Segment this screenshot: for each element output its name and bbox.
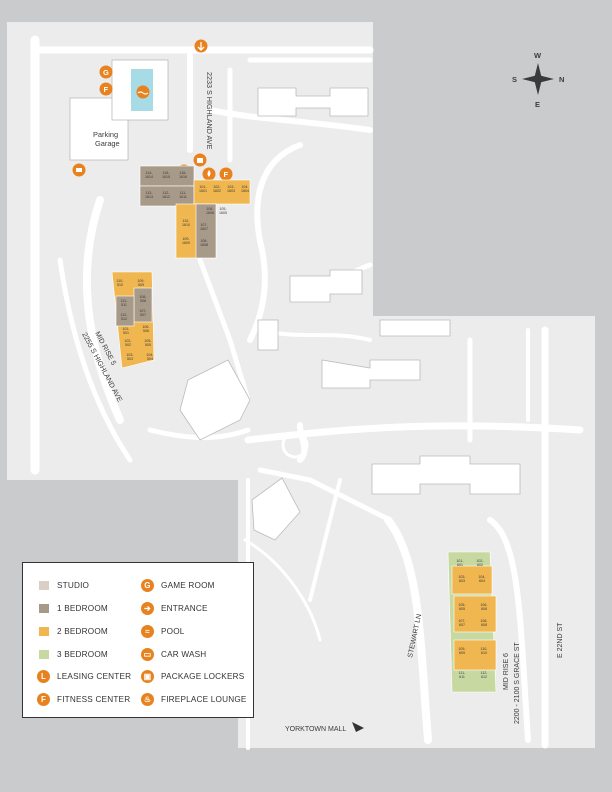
game-room-marker-letter: G	[103, 68, 109, 77]
unit-label: 101-1601	[199, 185, 207, 193]
parking-garage-label-1: Parking	[93, 130, 118, 139]
unit-label: 111-1611	[179, 191, 187, 199]
studio-swatch	[39, 581, 49, 590]
street-grace: 2200 - 2100 S GRACE ST	[514, 642, 521, 724]
entrance-icon: ➔	[141, 602, 154, 615]
unit-label: 106-606	[480, 603, 488, 611]
one-bedroom-swatch	[39, 604, 49, 613]
three-bedroom-swatch	[39, 650, 49, 659]
high-rise-building: 114-1614 115-1615 116-1616 113-1613 112-1612…	[139, 165, 251, 259]
unit-label: 105-605	[458, 603, 466, 611]
unit-label: 108-608	[480, 619, 488, 627]
unit-label: 107-1607	[200, 223, 208, 231]
unit-label: 102-602	[476, 559, 484, 567]
unit-label: 116-1616	[179, 171, 187, 179]
legend-three-bedroom: 3 BEDROOM	[39, 650, 108, 659]
mid-rise-5-building: 110-510 109-509 111-511 108-508 112-512 107-5…	[111, 271, 154, 369]
unit-label: 115-1615	[162, 171, 170, 179]
roads	[30, 35, 584, 750]
parking-garage-label-2: Garage	[95, 139, 120, 148]
unit-label: 105-505	[144, 339, 152, 347]
unit-label: 108-508	[139, 295, 147, 303]
compass-e: E	[535, 100, 540, 109]
unit-label: 105-1605	[219, 207, 227, 215]
package-lockers-icon: ▣	[141, 670, 154, 683]
label-mid-rise-6: MID RISE 6	[503, 653, 510, 690]
unit-label: 112-612	[481, 671, 489, 679]
legend-pool: ≈POOL	[141, 625, 185, 638]
street-e22nd: E 22ND ST	[557, 622, 564, 658]
legend-fireplace-lounge: ♨FIREPLACE LOUNGE	[141, 693, 247, 706]
legend-package-lockers: ▣PACKAGE LOCKERS	[141, 670, 244, 683]
unit-label: 114-1614	[145, 171, 153, 179]
unit-label: 108-1608	[200, 239, 208, 247]
buildings	[69, 59, 521, 541]
compass-n: N	[559, 75, 564, 84]
unit-label: 102-1602	[213, 185, 221, 193]
game-room-marker-icon[interactable]	[99, 65, 113, 79]
unit-label: 103-503	[126, 353, 134, 361]
unit-label: 110-610	[481, 647, 489, 655]
unit-label: 107-507	[139, 309, 147, 317]
legend-one-bedroom: 1 BEDROOM	[39, 604, 108, 613]
pool	[129, 67, 155, 113]
south-map-panel	[238, 316, 595, 748]
unit-label: 103-1603	[227, 185, 235, 193]
unit-label: 111-611	[459, 671, 466, 679]
leasing-center-icon: L	[37, 670, 50, 683]
unit-label: 106-506	[142, 325, 150, 333]
unit-label: 101-501	[122, 327, 130, 335]
unit-label: 109-609	[458, 647, 466, 655]
car-wash-icon: ▭	[141, 648, 154, 661]
fitness-marker-icon[interactable]	[99, 82, 113, 96]
legend-entrance: ➔ENTRANCE	[141, 602, 208, 615]
fireplace-lounge-icon: ♨	[141, 693, 154, 706]
fitness-marker-2-icon[interactable]	[219, 167, 233, 181]
unit-label: 112-1612	[162, 191, 170, 199]
unit-label: 103-603	[458, 575, 466, 583]
compass-rose-icon: W E S N	[512, 51, 564, 109]
pool-icon: ≈	[141, 625, 154, 638]
unit-label: 111-511	[121, 299, 128, 307]
legend-car-wash: ▭CAR WASH	[141, 648, 206, 661]
two-bedroom-swatch	[39, 627, 49, 636]
legend-studio: STUDIO	[39, 581, 89, 590]
unit-label: 104-504	[146, 353, 154, 361]
unit-label: 109-1609	[182, 237, 190, 245]
unit-label: 106-1606	[206, 207, 214, 215]
fitness-marker-2-letter: F	[224, 170, 229, 179]
fitness-center-icon: F	[37, 693, 50, 706]
yorktown-arrow-icon	[352, 722, 364, 732]
unit-label: 101-601	[456, 559, 464, 567]
fitness-marker-letter: F	[104, 85, 109, 94]
unit-label: 110-1610	[182, 219, 190, 227]
unit-label: 104-604	[478, 575, 486, 583]
game-room-icon: G	[141, 579, 154, 592]
unit-label: 110-510	[117, 279, 125, 287]
unit-label: 113-1613	[145, 191, 153, 199]
compass-s: S	[512, 75, 517, 84]
unit-label: 107-607	[458, 619, 466, 627]
unit-label: 112-512	[121, 313, 129, 321]
unit-label: 102-502	[124, 339, 132, 347]
legend-two-bedroom: 2 BEDROOM	[39, 627, 108, 636]
mid-rise-6-building: 101-601 102-602 103-603 104-604 105-605 106-6…	[447, 551, 497, 693]
compass-w: W	[534, 51, 542, 60]
street-highland-north: 2233 S HIGHLAND AVE	[205, 72, 214, 150]
unit-label: 109-509	[137, 279, 145, 287]
street-yorktown-mall: YORKTOWN MALL	[285, 726, 346, 733]
pool-marker-icon[interactable]	[136, 85, 150, 99]
unit-label: 104-1604	[241, 185, 249, 193]
